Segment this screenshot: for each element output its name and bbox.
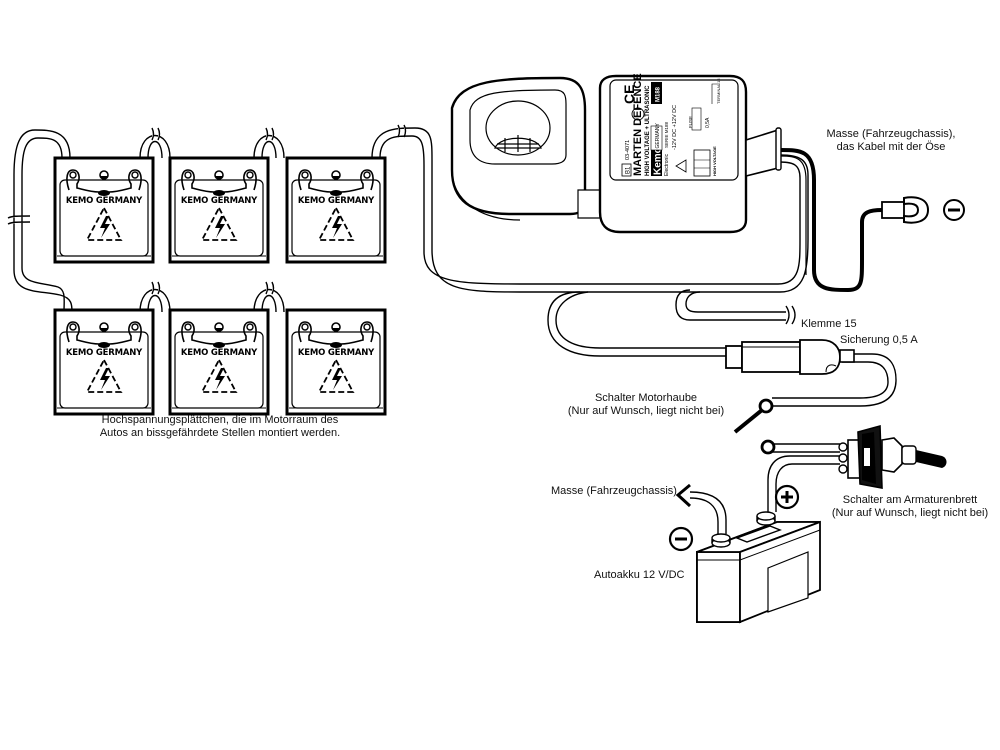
fuse-label: FUSE [688, 116, 693, 128]
device-code-box: B1 [626, 166, 632, 174]
plate-2 [168, 156, 270, 264]
status-led [631, 107, 645, 121]
device-label-text: B1 03-4071 MARTEN DEFENCE HIGH VOLTAGE +… [621, 73, 721, 177]
ground-chassis-label: Masse (Fahrzeugchassis), das Kabel mit d… [796, 128, 986, 154]
hood-switch-label-line2: (Nur auf Wunsch, liegt nicht bei) [567, 405, 725, 417]
hood-switch [733, 398, 774, 434]
terminal15-label: Klemme 15 [801, 318, 857, 330]
ground-arrow-icon [675, 483, 692, 508]
terminal15-break-mark [785, 305, 796, 325]
ground-chassis-label-line2: das Kabel mit der Öse [836, 141, 946, 153]
fuse-label: Sicherung 0,5 A [840, 334, 918, 346]
high-voltage-label: HIGH VOLTAGE [712, 146, 717, 176]
dash-switch-label-line1: Schalter am Armaturenbrett [842, 494, 978, 506]
battery-ground-label: Masse (Fahrzeugchassis) [551, 485, 677, 497]
plate-brand-label: KEMO GERMANY [181, 196, 258, 206]
device-serial: SERIE M188 [664, 121, 669, 148]
ground-minus-symbol [943, 199, 965, 221]
battery-minus-symbol [668, 526, 694, 552]
power-cables [547, 289, 897, 407]
device-code: 03-4071 [625, 140, 631, 160]
plates-caption-line2: Autos an bissgefährdete Stellen montiert… [99, 427, 341, 439]
ring-terminal [881, 196, 930, 224]
plate-brand-label: KEMO GERMANY [298, 348, 375, 358]
device-voltage: -12V DC +12V DC [672, 105, 678, 150]
dash-switch-label: Schalter am Armaturenbrett (Nur auf Wuns… [820, 494, 1000, 520]
fuse-holder [725, 339, 855, 375]
terminal-label: TERMINAL 15 [716, 78, 721, 104]
fuse-value: 0,5A [705, 117, 711, 128]
plates-caption-line1: Hochspannungsplättchen, die im Motorraum… [101, 414, 339, 426]
plate-4 [53, 308, 155, 416]
cable-break-marks [7, 124, 407, 295]
hood-switch-label-line1: Schalter Motorhaube [594, 392, 698, 404]
ground-chassis-label-line1: Masse (Fahrzeugchassis), [826, 128, 956, 140]
marten-defence-device: B1 03-4071 MARTEN DEFENCE HIGH VOLTAGE +… [450, 73, 782, 234]
plates-caption: Hochspannungsplättchen, die im Motorraum… [60, 414, 380, 440]
device-brand: Kemo [653, 147, 664, 175]
battery-label: Autoakku 12 V/DC [594, 569, 685, 581]
plate-6 [285, 308, 387, 416]
plate-brand-label: KEMO GERMANY [66, 196, 143, 206]
dash-switch-label-line2: (Nur auf Wunsch, liegt nicht bei) [831, 507, 989, 519]
dash-wire-terminal [760, 439, 776, 455]
plate-1 [53, 156, 155, 264]
plate-brand-label: KEMO GERMANY [181, 348, 258, 358]
device-brand-sub: GERMANY [655, 123, 661, 149]
cable-gland [745, 128, 779, 178]
ground-cable [780, 148, 883, 293]
device-electronic: Electronic [664, 154, 670, 176]
dash-switch-cables [767, 443, 840, 512]
car-battery [696, 508, 821, 624]
ce-mark: CE [621, 85, 637, 104]
hood-switch-label: Schalter Motorhaube (Nur auf Wunsch, lie… [546, 392, 746, 418]
battery-ground-lead [689, 491, 727, 534]
plate-3 [285, 156, 387, 264]
plate-brand-label: KEMO GERMANY [298, 196, 375, 206]
device-subtitle: HIGH VOLTAGE + ULTRASONIC [645, 85, 651, 176]
battery-plus-symbol [774, 484, 800, 510]
device-name: MARTEN DEFENCE [632, 73, 644, 176]
plate-cables [13, 127, 809, 313]
plate-labels: KEMO GERMANY KEMO GERMANY KEMO GERMANY K… [66, 196, 376, 358]
plate-5 [168, 308, 270, 416]
plate-brand-label: KEMO GERMANY [66, 348, 143, 358]
device-model: M188 [656, 86, 662, 102]
warning-triangle-icon [675, 159, 687, 173]
dashboard-toggle-switch [838, 424, 947, 489]
